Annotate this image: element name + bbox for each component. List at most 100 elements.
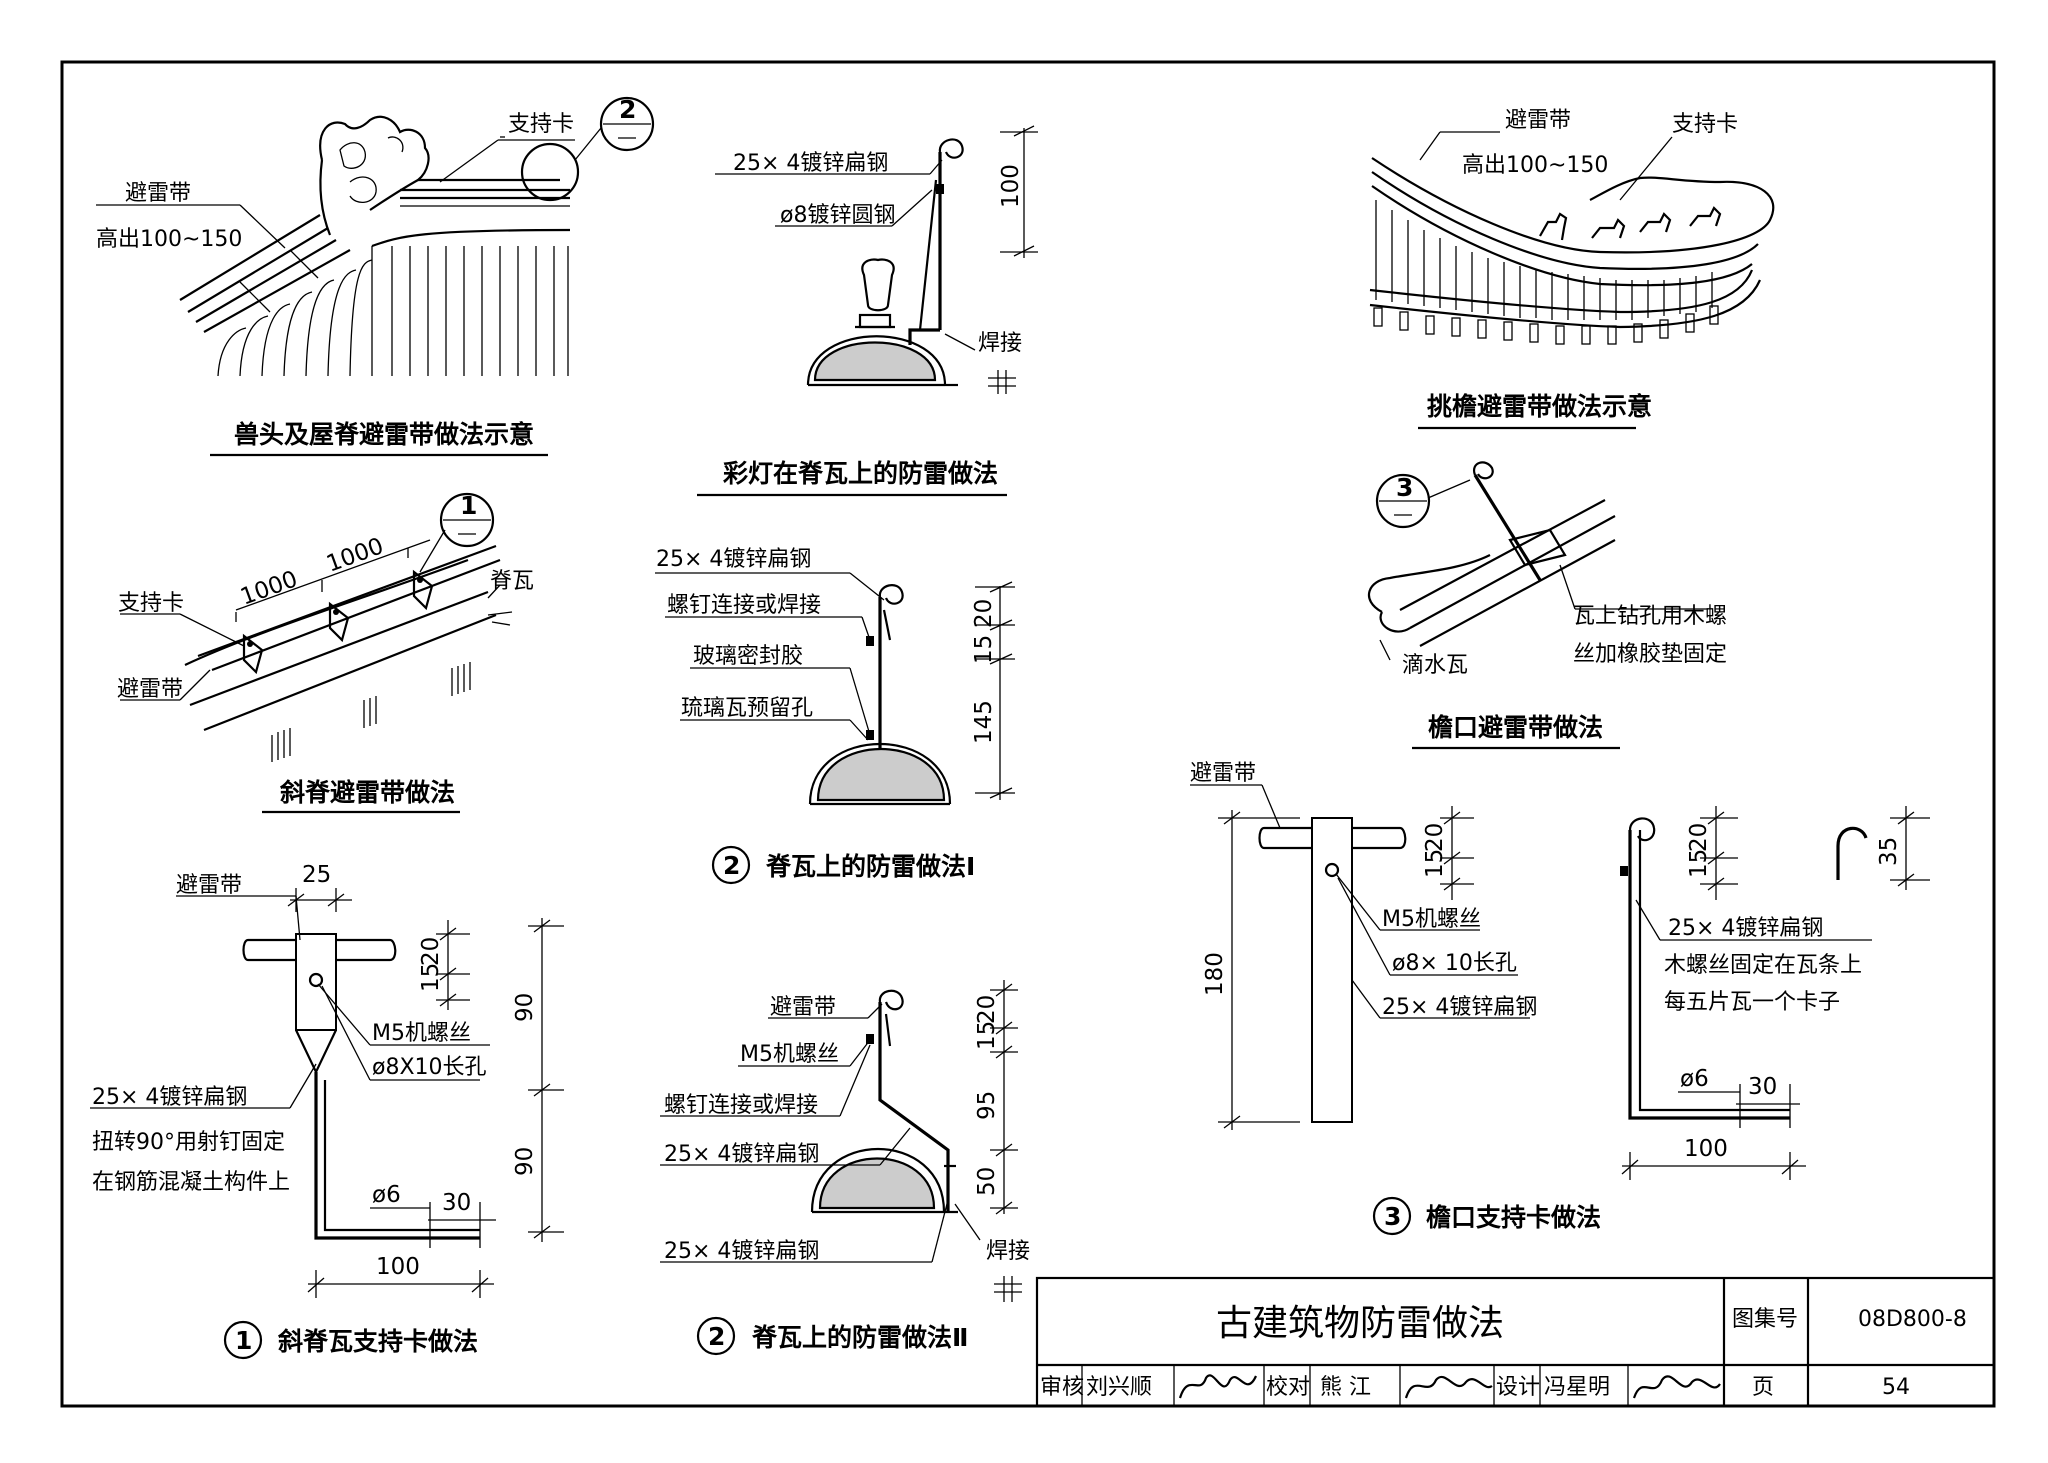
ridge2-label-flat2: 25× 4镀锌扁钢 [664,1239,819,1264]
title-block-page-no: 54 [1882,1375,1910,1400]
slope-dim-a: 1000 [237,566,301,610]
beast-ref-number: 2 [619,95,636,124]
figure-ridge-2 [660,980,1022,1302]
title-block-check-label: 校对 [1266,1375,1310,1400]
reviewer-signature [1178,1374,1258,1399]
clip1-dim-100: 100 [376,1254,420,1280]
title-block-designer: 冯星明 [1544,1375,1610,1400]
beast-caption: 兽头及屋脊避雷带做法示意 [234,420,534,449]
figure-eave-band [1367,461,1708,661]
eave-band-caption: 檐口避雷带做法 [1428,713,1603,742]
ridge1-label-glue: 玻璃密封胶 [693,644,803,669]
eave-band-ref-number: 3 [1396,473,1413,502]
ridge1-caption-number: 2 [723,851,740,880]
clip1-dim-90b: 90 [512,1147,538,1176]
title-block-atlas-label: 图集号 [1732,1307,1798,1332]
clip3-dim-15b: 15 [1686,849,1712,878]
figure-clip-3 [1190,784,1930,1180]
slope-label-band: 避雷带 [117,677,183,702]
clip1-dim-90a: 90 [512,993,538,1022]
clip3-dim-30: 30 [1748,1074,1777,1100]
clip1-label-band: 避雷带 [176,873,242,898]
ridge2-dim-15: 15 [974,1021,1000,1050]
clip1-dim-phi6: ø6 [372,1182,401,1208]
ridge1-label-flat: 25× 4镀锌扁钢 [656,547,811,572]
eave-band-label-drip: 滴水瓦 [1402,653,1468,678]
slope-ref-number: 1 [460,491,477,520]
clip3-caption-circle [1372,1196,1412,1236]
eave-turn-label-band: 避雷带 [1505,108,1571,133]
eave-band-label-screw1: 瓦上钻孔用木螺 [1573,604,1727,629]
designer-signature [1632,1375,1721,1399]
lamp-label-round: ø8镀锌圆钢 [780,203,895,228]
ridge1-dim-20: 20 [971,599,997,628]
slope-label-tile: 脊瓦 [490,569,534,594]
clip3-dim-180: 180 [1202,952,1228,996]
clip1-dim-30: 30 [442,1190,471,1216]
ridge2-label-bolt: M5机螺丝 [740,1042,839,1067]
title-block [1035,1276,1996,1408]
clip1-caption-number: 1 [235,1326,252,1355]
figure-beast-ridge [96,96,655,377]
ridge1-caption: 脊瓦上的防雷做法Ⅰ [765,852,975,881]
title-block-design-label: 设计 [1496,1375,1540,1400]
figure-eave-turn [1369,131,1775,345]
ridge2-caption-number: 2 [708,1322,725,1351]
ridge2-label-band: 避雷带 [770,995,836,1020]
title-block-page-label: 页 [1752,1375,1774,1400]
clip1-label-slot: ø8X10长孔 [372,1055,487,1080]
clip3-dim-15a: 15 [1422,849,1448,878]
ridge2-label-weld: 焊接 [986,1239,1030,1264]
drawing-frame [60,60,1996,1408]
lamp-label-weld: 焊接 [978,331,1022,356]
ridge2-caption-circle [696,1316,736,1356]
clip3-caption: 檐口支持卡做法 [1426,1203,1601,1232]
figure-clip-1 [90,888,564,1298]
clip3-dim-100: 100 [1684,1136,1728,1162]
ridge2-label-flat1: 25× 4镀锌扁钢 [664,1142,819,1167]
ridge2-caption: 脊瓦上的防雷做法Ⅱ [751,1323,968,1352]
eave-band-label-screw2: 丝加橡胶垫固定 [1573,642,1727,667]
title-block-title: 古建筑物防雷做法 [1216,1303,1504,1344]
clip1-dim-15: 15 [418,963,444,992]
title-block-reviewer: 刘兴顺 [1086,1375,1152,1400]
clip3-label-flat2: 25× 4镀锌扁钢 [1668,916,1823,941]
checker-signature [1404,1376,1493,1399]
ridge1-dim-145: 145 [971,700,997,744]
ridge1-label-hole: 琉璃瓦预留孔 [681,696,813,721]
beast-label-clip: 支持卡 [508,112,574,137]
title-block-atlas-no: 08D800-8 [1858,1307,1967,1332]
lamp-caption: 彩灯在脊瓦上的防雷做法 [723,459,998,488]
clip3-label-band: 避雷带 [1190,761,1256,786]
ridge1-caption-circle [711,845,751,885]
title-block-review-label: 审核 [1040,1375,1084,1400]
clip3-label-fix2: 每五片瓦一个卡子 [1664,990,1840,1015]
lamp-label-flat: 25× 4镀锌扁钢 [733,151,888,176]
beast-label-height: 高出100~150 [96,227,242,252]
title-block-checker: 熊 江 [1320,1375,1371,1400]
clip1-label-flat: 25× 4镀锌扁钢 [92,1085,247,1110]
clip1-dim-25: 25 [302,862,331,888]
clip3-label-bolt: M5机螺丝 [1382,907,1481,932]
ridge1-dim-15: 15 [971,635,997,664]
clip3-dim-35: 35 [1876,837,1902,866]
clip1-caption-circle [223,1320,263,1360]
slope-dim-b: 1000 [323,533,387,577]
figure-slope-ridge [120,492,513,762]
ridge1-label-screw: 螺钉连接或焊接 [667,593,821,618]
clip1-label-twist1: 扭转90°用射钉固定 [92,1130,285,1155]
slope-label-clip: 支持卡 [118,591,184,616]
clip1-label-bolt: M5机螺丝 [372,1021,471,1046]
eave-turn-label-height: 高出100~150 [1462,153,1608,178]
ridge2-dim-95: 95 [974,1091,1000,1120]
clip3-caption-number: 3 [1384,1202,1401,1231]
slope-caption: 斜脊避雷带做法 [279,778,455,807]
clip3-dim-20a: 20 [1422,823,1448,852]
ridge2-dim-20: 20 [974,995,1000,1024]
clip3-label-fix1: 木螺丝固定在瓦条上 [1664,953,1862,978]
ridge2-dim-50: 50 [974,1167,1000,1196]
figure-lamp [715,125,1038,394]
lamp-dim-100: 100 [998,164,1024,208]
clip3-label-flat: 25× 4镀锌扁钢 [1382,995,1537,1020]
